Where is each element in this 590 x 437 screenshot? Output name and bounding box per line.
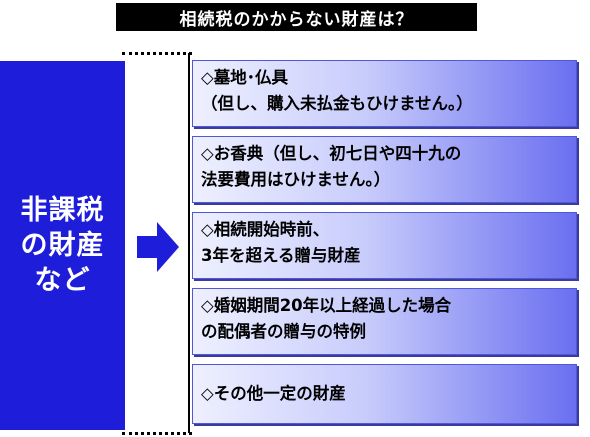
bottom-dotted-line: [122, 432, 192, 435]
list-item-other-assets: ◇その他一定の財産: [192, 364, 577, 424]
list-item-prior-gifts: ◇相続開始時前、 3年を超える贈与財産: [192, 212, 577, 279]
non-taxable-panel: 非課税 の財産 など: [0, 61, 125, 430]
list-item-spouse-gift: ◇婚姻期間20年以上経過した場合 の配偶者の贈与の特例: [192, 288, 577, 355]
non-taxable-label: 非課税 の財産 など: [21, 193, 105, 298]
right-arrow-icon: [137, 222, 179, 272]
slide-title: 相続税のかからない財産は？: [116, 3, 477, 31]
list-item-condolence-money: ◇お香典（但し、初七日や四十九の 法要費用はひけません。）: [192, 136, 577, 203]
top-dotted-line: [122, 52, 192, 55]
list-item-cemetery: ◇墓地･仏具 （但し、購入未払金もひけません。）: [192, 60, 577, 127]
bracket-line: [188, 53, 190, 433]
non-taxable-label-text: 非課税 の財産 など: [20, 195, 105, 296]
asset-list: ◇墓地･仏具 （但し、購入未払金もひけません。） ◇お香典（但し、初七日や四十九…: [192, 60, 577, 424]
